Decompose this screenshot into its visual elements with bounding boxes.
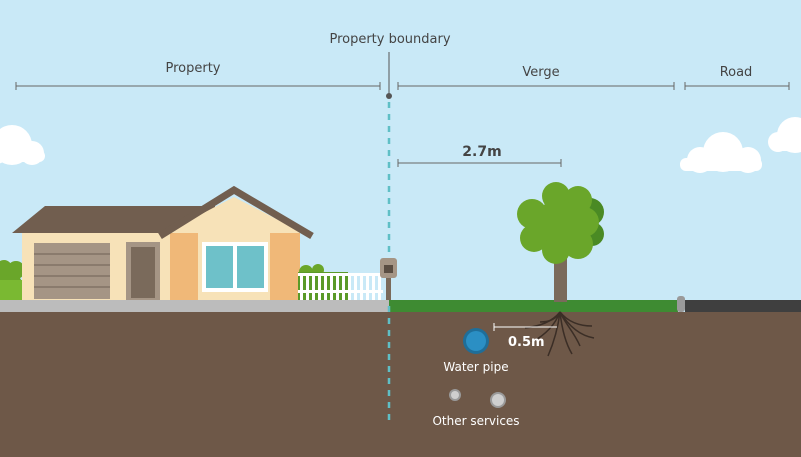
cloud-right-edge (768, 117, 801, 153)
road-surface (685, 300, 801, 312)
cloud-left (0, 125, 45, 165)
tree-roots (524, 311, 595, 357)
verge-distance-label: 2.7m (462, 144, 501, 160)
verge-dimension (397, 82, 675, 90)
property-boundary-label: Property boundary (329, 32, 450, 47)
water-pipe-label: Water pipe (443, 360, 508, 374)
root-distance-dimension (493, 323, 557, 331)
property-label: Property (165, 61, 220, 76)
verge-label: Verge (522, 65, 559, 80)
house (12, 185, 314, 300)
grass-verge (389, 300, 678, 312)
road-dimension (684, 82, 790, 90)
property-ground (0, 300, 389, 312)
other-services-icon (449, 389, 506, 408)
tree-icon (517, 182, 604, 302)
property-dimension (15, 82, 381, 90)
water-pipe-icon (463, 328, 489, 354)
soil (0, 312, 801, 457)
picket-fence (298, 273, 383, 300)
cloud-right-middle (680, 132, 762, 173)
root-distance-label: 0.5m (508, 335, 545, 350)
property-boundary-dot (386, 93, 392, 99)
other-services-label: Other services (432, 414, 519, 428)
bush-left (0, 260, 26, 300)
kerb (677, 296, 685, 312)
road-label: Road (720, 65, 753, 80)
letterbox-icon (380, 258, 397, 300)
verge-distance-dimension (397, 159, 562, 167)
